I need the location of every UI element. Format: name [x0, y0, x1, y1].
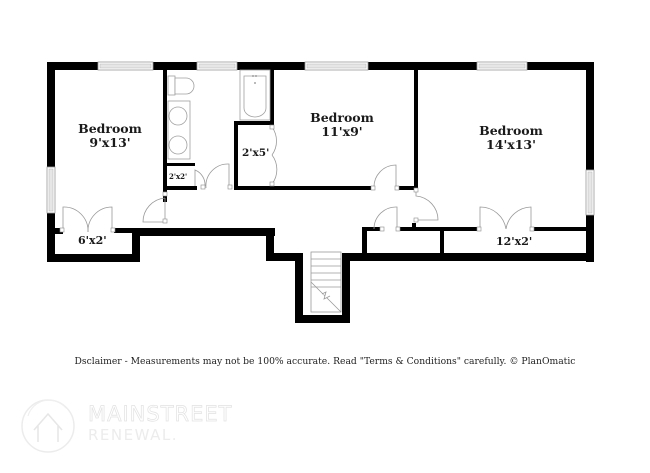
- toilet-icon: [167, 75, 195, 96]
- room-dimensions: 9'x13': [89, 135, 131, 151]
- house-circle-logo-icon: [21, 399, 75, 453]
- staircase-icon: [310, 251, 342, 313]
- disclaimer-text: Dsclaimer - Measurements may not be 100%…: [74, 356, 576, 367]
- windows: [46, 61, 595, 216]
- watermark-line-2: RENEWAL.: [88, 426, 178, 444]
- room-name: Bedroom: [78, 121, 142, 136]
- closet-label-bedroom-3: 12'x2': [496, 235, 533, 248]
- closet-label-bedroom-2: 2'x5': [242, 147, 270, 159]
- room-label-bedroom-3: Bedroom 14'x13': [471, 123, 551, 153]
- room-dimensions: 11'x9': [321, 124, 363, 140]
- watermark-line-1: MAINSTREET: [88, 402, 233, 427]
- room-name: Bedroom: [479, 123, 543, 138]
- room-name: Bedroom: [310, 110, 374, 125]
- mainstreet-renewal-watermark: MAINSTREET RENEWAL.: [18, 396, 258, 456]
- double-vanity-icon: [167, 100, 191, 160]
- room-label-bedroom-1: Bedroom 9'x13': [70, 121, 150, 151]
- room-label-bedroom-2: Bedroom 11'x9': [302, 110, 382, 140]
- bathtub-icon: [239, 69, 271, 121]
- doors: [62, 126, 532, 233]
- door-jambs: [59, 124, 535, 233]
- closet-label-bedroom-1: 6'x2': [78, 234, 107, 247]
- room-dimensions: 14'x13': [486, 137, 536, 153]
- closet-label-bath: 2'x2': [169, 172, 188, 181]
